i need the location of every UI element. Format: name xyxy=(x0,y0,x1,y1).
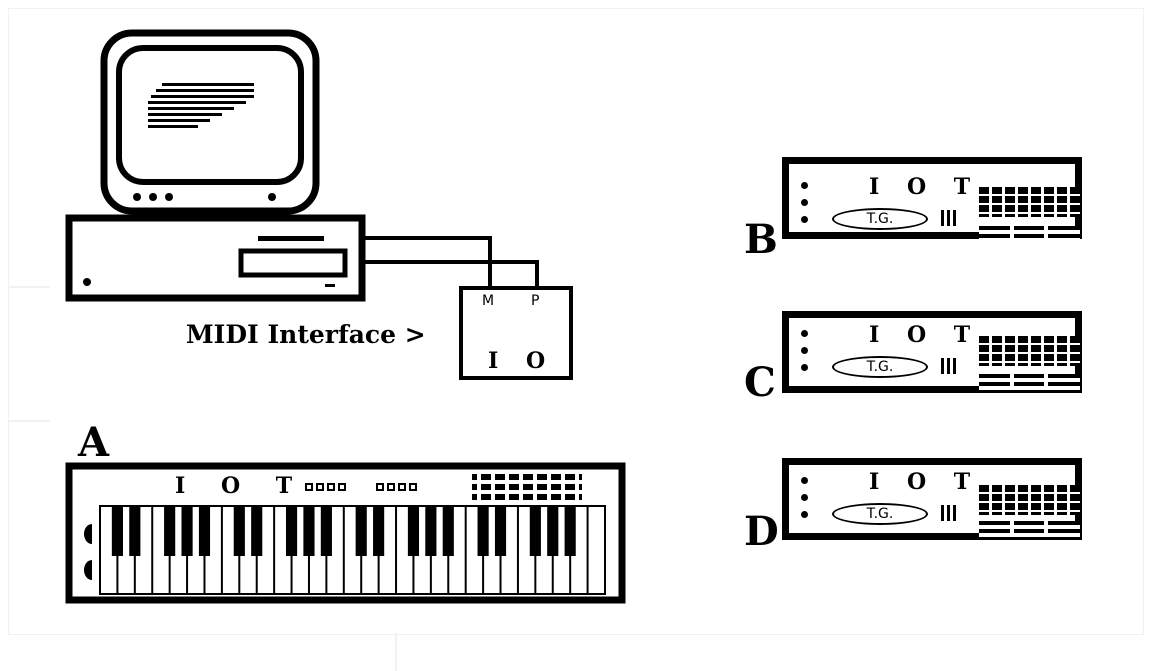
black-key xyxy=(494,506,507,556)
computer-monitor-icon xyxy=(100,29,320,215)
black-key xyxy=(303,506,315,556)
midi-cable-lines xyxy=(362,236,539,288)
indicator-dot xyxy=(801,347,808,354)
indicator-dot xyxy=(801,494,808,501)
black-key xyxy=(373,506,385,556)
display-grid xyxy=(979,187,1080,217)
black-key xyxy=(355,506,367,556)
black-key xyxy=(129,506,141,556)
black-key xyxy=(198,506,211,556)
keyboard-iot-label: I O T xyxy=(175,473,307,499)
black-key xyxy=(233,506,245,556)
button-lines xyxy=(979,374,1080,390)
indicator-dot xyxy=(801,477,808,484)
midi-interface-box xyxy=(459,286,573,380)
black-key xyxy=(529,506,541,556)
tg-oval: T.G. xyxy=(832,208,928,230)
display-grid xyxy=(979,336,1080,366)
slot-bars xyxy=(941,210,959,226)
tg-oval: T.G. xyxy=(832,356,928,378)
computer-base-unit-icon xyxy=(65,214,366,302)
black-key xyxy=(285,506,298,556)
keyboard-synth-icon xyxy=(65,462,626,604)
rack-iot-label: I O T xyxy=(869,174,981,200)
black-key xyxy=(425,506,437,556)
black-key xyxy=(251,506,263,556)
indicator-dot xyxy=(801,364,808,371)
rack-iot-label: I O T xyxy=(869,469,981,495)
interface-io-label: I O xyxy=(488,348,556,374)
background-divider xyxy=(8,286,50,288)
slot-bars xyxy=(941,505,959,521)
background-frame xyxy=(8,8,1144,635)
button-lines xyxy=(979,521,1080,537)
black-key xyxy=(407,506,420,556)
black-key xyxy=(164,506,176,556)
tg-oval: T.G. xyxy=(832,503,928,525)
black-key xyxy=(477,506,489,556)
black-key xyxy=(181,506,193,556)
black-key xyxy=(111,506,123,556)
label-b: B xyxy=(744,216,778,263)
black-key xyxy=(442,506,454,556)
black-key xyxy=(320,506,332,556)
tone-generator-d: I O T T.G. xyxy=(782,458,1082,540)
label-c: C xyxy=(744,359,776,406)
indicator-dot xyxy=(801,182,808,189)
indicator-dot xyxy=(801,330,808,337)
label-d: D xyxy=(744,508,779,555)
background-divider xyxy=(8,420,50,422)
button-lines xyxy=(979,226,1080,242)
black-key xyxy=(564,506,576,556)
indicator-dot xyxy=(801,199,808,206)
midi-interface-label: MIDI Interface > xyxy=(186,320,426,349)
indicator-dot xyxy=(801,216,808,223)
display-grid xyxy=(979,485,1080,515)
tone-generator-b: I O T T.G. xyxy=(782,157,1082,242)
tone-generator-c: I O T T.G. xyxy=(782,311,1082,393)
interface-port-m: M xyxy=(482,293,495,309)
interface-port-p: P xyxy=(531,293,540,309)
label-a: A xyxy=(78,419,110,466)
rack-iot-label: I O T xyxy=(869,322,981,348)
slot-bars xyxy=(941,358,959,374)
black-key xyxy=(547,506,559,556)
indicator-dot xyxy=(801,511,808,518)
